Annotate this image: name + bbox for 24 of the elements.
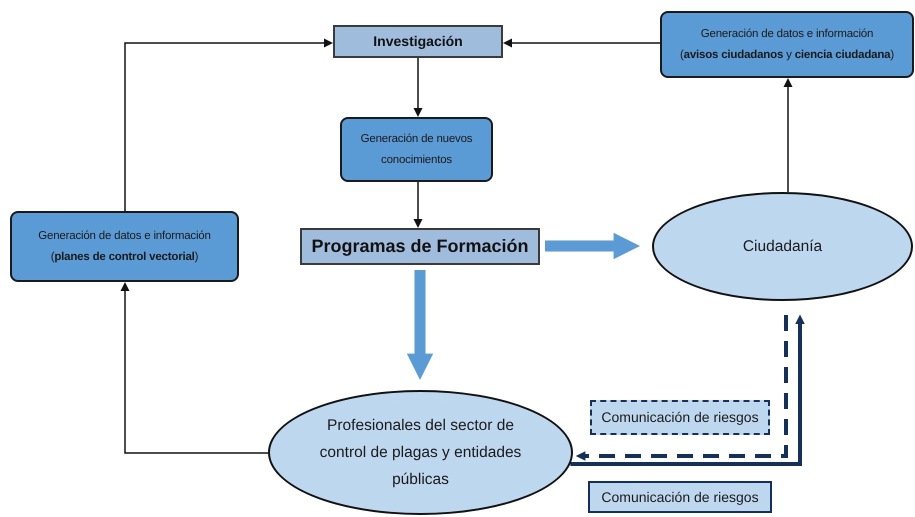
node-text: (planes de control vectorial) bbox=[50, 250, 198, 264]
arrow bbox=[120, 282, 268, 454]
edge-label: Comunicación de riesgos bbox=[588, 481, 772, 513]
node-text: Generación de datos e información bbox=[700, 26, 874, 42]
edge-label: Comunicación de riesgos bbox=[590, 400, 770, 435]
block-arrow bbox=[406, 270, 434, 380]
arrow bbox=[503, 38, 660, 48]
node-text: Investigación bbox=[373, 32, 463, 51]
arrow bbox=[414, 58, 422, 117]
node-text: Profesionales del sector de control de plagas y entidades públicas bbox=[318, 416, 522, 490]
arrow bbox=[124, 38, 333, 211]
node-text: (avisos ciudadanos y ciencia ciudadana) bbox=[680, 48, 894, 62]
process-box bbox=[660, 11, 914, 78]
arrow bbox=[414, 182, 422, 228]
node-text: Generación de nuevos conocimientos bbox=[360, 132, 474, 168]
node-text: Ciudadanía bbox=[742, 236, 822, 257]
process-box bbox=[10, 211, 239, 282]
arrow bbox=[784, 78, 792, 192]
block-arrow bbox=[545, 232, 640, 260]
heading-box bbox=[333, 25, 503, 58]
heading-box bbox=[300, 228, 540, 265]
process-box bbox=[340, 117, 493, 182]
node-text: Generación de datos e información bbox=[38, 228, 211, 244]
node-text: Programas de Formación bbox=[311, 235, 529, 258]
